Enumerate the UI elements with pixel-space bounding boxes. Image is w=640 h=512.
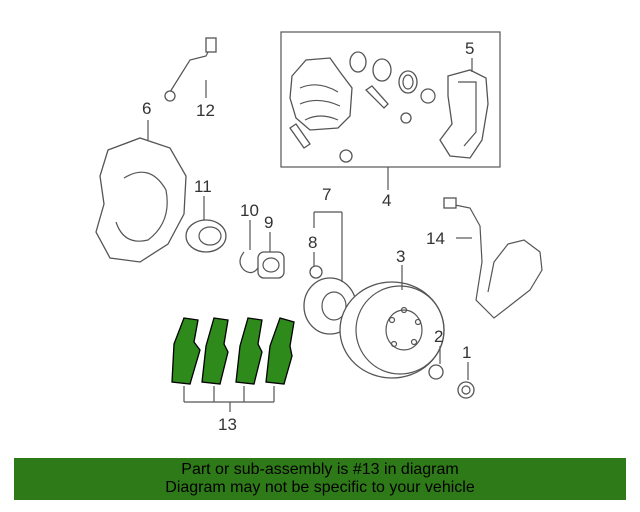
hub-bearing-9 bbox=[257, 251, 285, 279]
callout-12: 12 bbox=[196, 101, 215, 120]
callout-1: 1 bbox=[462, 343, 471, 362]
caliper-assembly-group bbox=[280, 31, 501, 168]
notice-banner: Part or sub-assembly is #13 in diagram D… bbox=[14, 458, 626, 500]
banner-line-1: Part or sub-assembly is #13 in diagram bbox=[181, 461, 459, 478]
abs-sensor bbox=[443, 197, 543, 319]
callout-7: 7 bbox=[322, 185, 331, 204]
leader-lines bbox=[147, 58, 473, 412]
nut-2 bbox=[428, 364, 444, 380]
parts-diagram: 5 4 3 6 12 11 10 9 7 8 2 1 14 13 bbox=[95, 31, 543, 434]
callout-10: 10 bbox=[240, 201, 259, 220]
callout-6: 6 bbox=[142, 99, 151, 118]
nut-1 bbox=[457, 381, 475, 399]
snap-ring bbox=[239, 251, 259, 274]
callout-5: 5 bbox=[465, 39, 474, 58]
callout-13: 13 bbox=[218, 415, 237, 434]
wheel-bearing bbox=[185, 219, 227, 253]
callout-11: 11 bbox=[194, 177, 212, 196]
callout-3: 3 bbox=[396, 247, 405, 266]
brake-hose bbox=[164, 37, 217, 102]
callout-9: 9 bbox=[264, 213, 273, 232]
callout-4: 4 bbox=[382, 191, 391, 210]
callout-8: 8 bbox=[308, 233, 317, 252]
banner-line-2: Diagram may not be specific to your vehi… bbox=[165, 479, 475, 496]
brake-pads[interactable] bbox=[171, 317, 295, 385]
brake-rotor bbox=[339, 281, 445, 379]
callout-14: 14 bbox=[426, 229, 445, 248]
callout-2: 2 bbox=[434, 327, 443, 346]
hub-bolt bbox=[309, 265, 323, 279]
dust-shield bbox=[95, 137, 187, 263]
